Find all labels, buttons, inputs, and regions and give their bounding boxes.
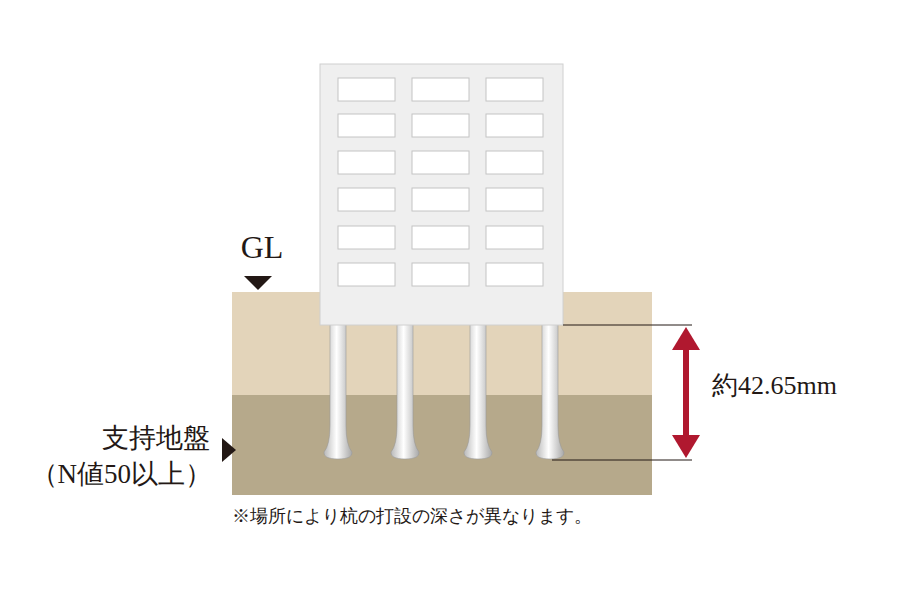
windows <box>338 78 543 286</box>
gl-marker <box>244 276 272 290</box>
window <box>486 151 543 174</box>
stratum-marker <box>222 438 236 462</box>
window <box>486 78 543 101</box>
pile <box>536 322 564 459</box>
window <box>412 151 469 174</box>
ground-level-label: GL <box>241 228 284 266</box>
footnote: ※場所により杭の打設の深さが異なります。 <box>232 506 592 528</box>
window <box>412 188 469 211</box>
window <box>338 226 395 249</box>
window <box>338 114 395 137</box>
window <box>338 263 395 286</box>
piles <box>324 322 564 459</box>
stratum-label: 支持地盤 <box>102 422 210 454</box>
window <box>412 263 469 286</box>
window <box>412 78 469 101</box>
window <box>486 188 543 211</box>
bearing-stratum <box>232 395 652 495</box>
window <box>412 226 469 249</box>
stratum-note: （N値50以上） <box>31 458 213 490</box>
window <box>338 151 395 174</box>
window <box>338 78 395 101</box>
window <box>486 263 543 286</box>
window <box>412 114 469 137</box>
arrow-head <box>672 327 700 350</box>
dimension-line <box>552 460 692 461</box>
pile <box>324 322 352 459</box>
dimension-arrow <box>683 340 689 445</box>
window <box>486 114 543 137</box>
pile <box>464 322 492 459</box>
pile <box>391 322 419 459</box>
arrow-head <box>672 435 700 458</box>
building <box>320 64 563 325</box>
window <box>338 188 395 211</box>
dimension-label: 約42.65mm <box>712 370 837 401</box>
window <box>486 226 543 249</box>
dimension-line <box>563 325 692 326</box>
